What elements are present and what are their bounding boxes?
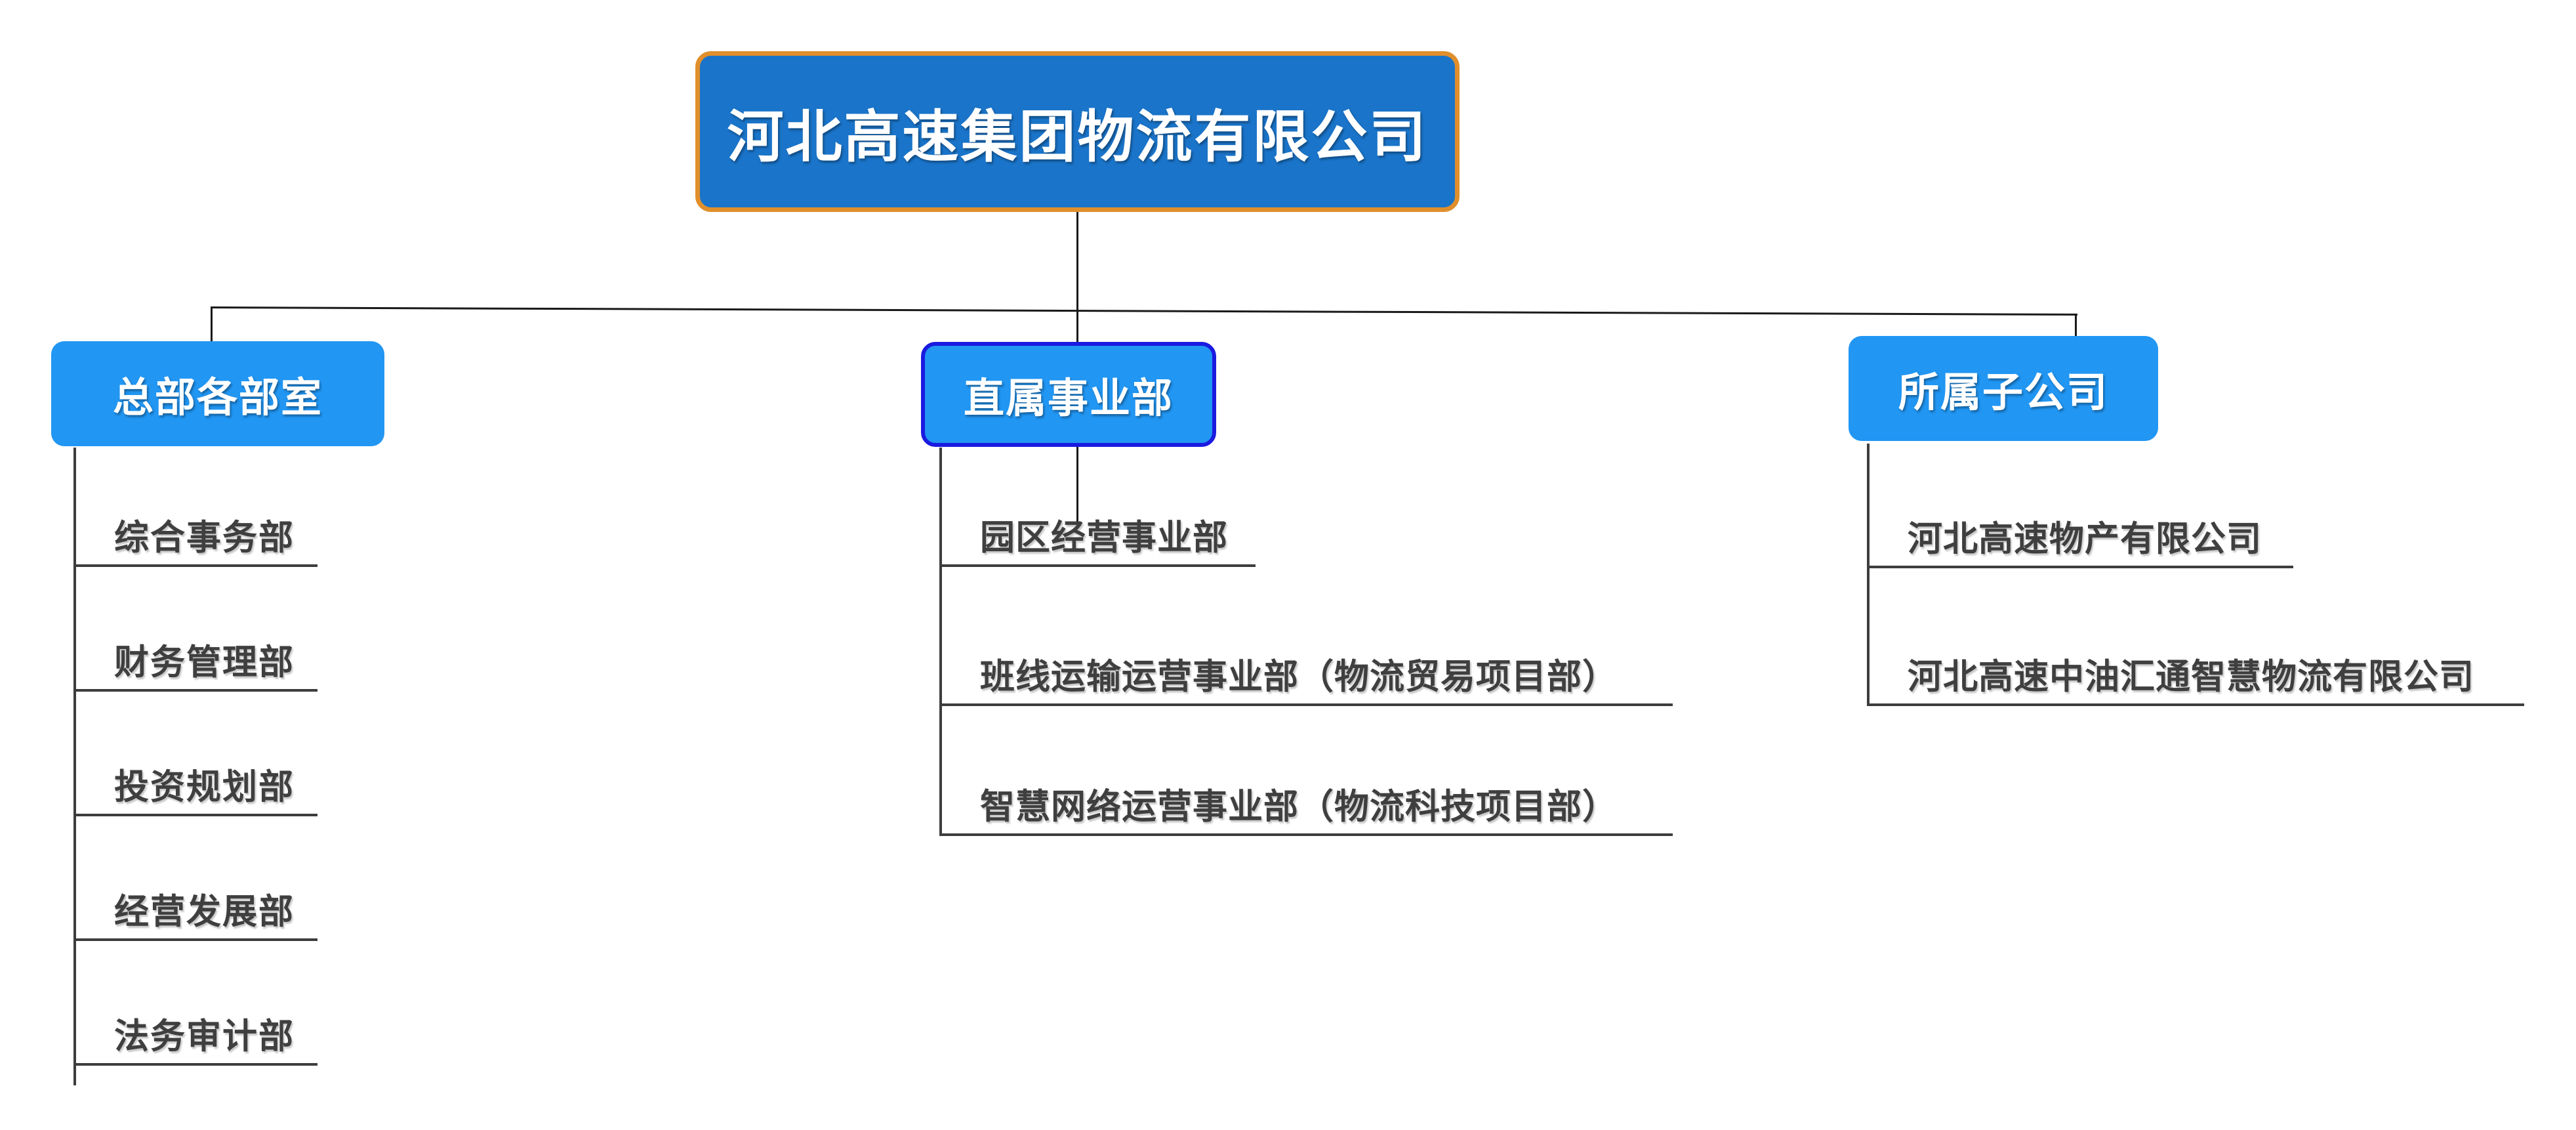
node-branch-label: 直属事业部 bbox=[963, 376, 1174, 421]
leaf-spine-column-3 bbox=[1867, 444, 1870, 706]
list-item[interactable]: 河北高速中油汇通智慧物流有限公司 bbox=[1867, 568, 2524, 706]
list-item-label: 智慧网络运营事业部（物流科技项目部） bbox=[980, 787, 1618, 826]
list-item-label: 综合事务部 bbox=[114, 518, 295, 557]
node-branch-label: 所属子公司 bbox=[1898, 370, 2108, 415]
connector-branch-left bbox=[211, 306, 213, 346]
list-item-label: 河北高速物产有限公司 bbox=[1908, 520, 2262, 558]
list-item[interactable]: 法务审计部 bbox=[73, 941, 317, 1066]
connector-horizontal-bus bbox=[211, 306, 2077, 316]
leaf-spine-column-1 bbox=[73, 448, 76, 1085]
list-item-label: 财务管理部 bbox=[114, 643, 295, 682]
node-root[interactable]: 河北高速集团物流有限公司 bbox=[695, 51, 1460, 212]
connector-branch-right bbox=[2075, 314, 2077, 340]
list-item-label: 经营发展部 bbox=[114, 892, 295, 931]
list-item[interactable]: 河北高速物产有限公司 bbox=[1867, 444, 2293, 568]
node-branch-label: 总部各部室 bbox=[112, 375, 323, 421]
list-item-label: 园区经营事业部 bbox=[980, 518, 1228, 557]
list-item-label: 法务审计部 bbox=[114, 1017, 295, 1056]
leaf-spine-column-2 bbox=[939, 448, 942, 836]
node-branch-subsidiaries[interactable]: 所属子公司 bbox=[1849, 336, 2158, 441]
list-item[interactable]: 经营发展部 bbox=[73, 816, 317, 941]
list-item-label: 投资规划部 bbox=[114, 768, 295, 806]
list-item[interactable]: 财务管理部 bbox=[73, 567, 317, 692]
list-item[interactable]: 投资规划部 bbox=[73, 692, 317, 816]
list-item-label: 河北高速中油汇通智慧物流有限公司 bbox=[1908, 658, 2474, 696]
node-root-label: 河北高速集团物流有限公司 bbox=[727, 106, 1428, 169]
node-branch-direct-business-units[interactable]: 直属事业部 bbox=[921, 342, 1216, 447]
list-item[interactable]: 班线运输运营事业部（物流贸易项目部） bbox=[939, 567, 1673, 706]
list-item[interactable]: 综合事务部 bbox=[73, 448, 317, 567]
node-branch-headquarters-departments[interactable]: 总部各部室 bbox=[51, 341, 384, 446]
list-item[interactable]: 园区经营事业部 bbox=[939, 448, 1256, 567]
list-item[interactable]: 智慧网络运营事业部（物流科技项目部） bbox=[939, 706, 1673, 836]
list-item-label: 班线运输运营事业部（物流贸易项目部） bbox=[980, 658, 1618, 696]
